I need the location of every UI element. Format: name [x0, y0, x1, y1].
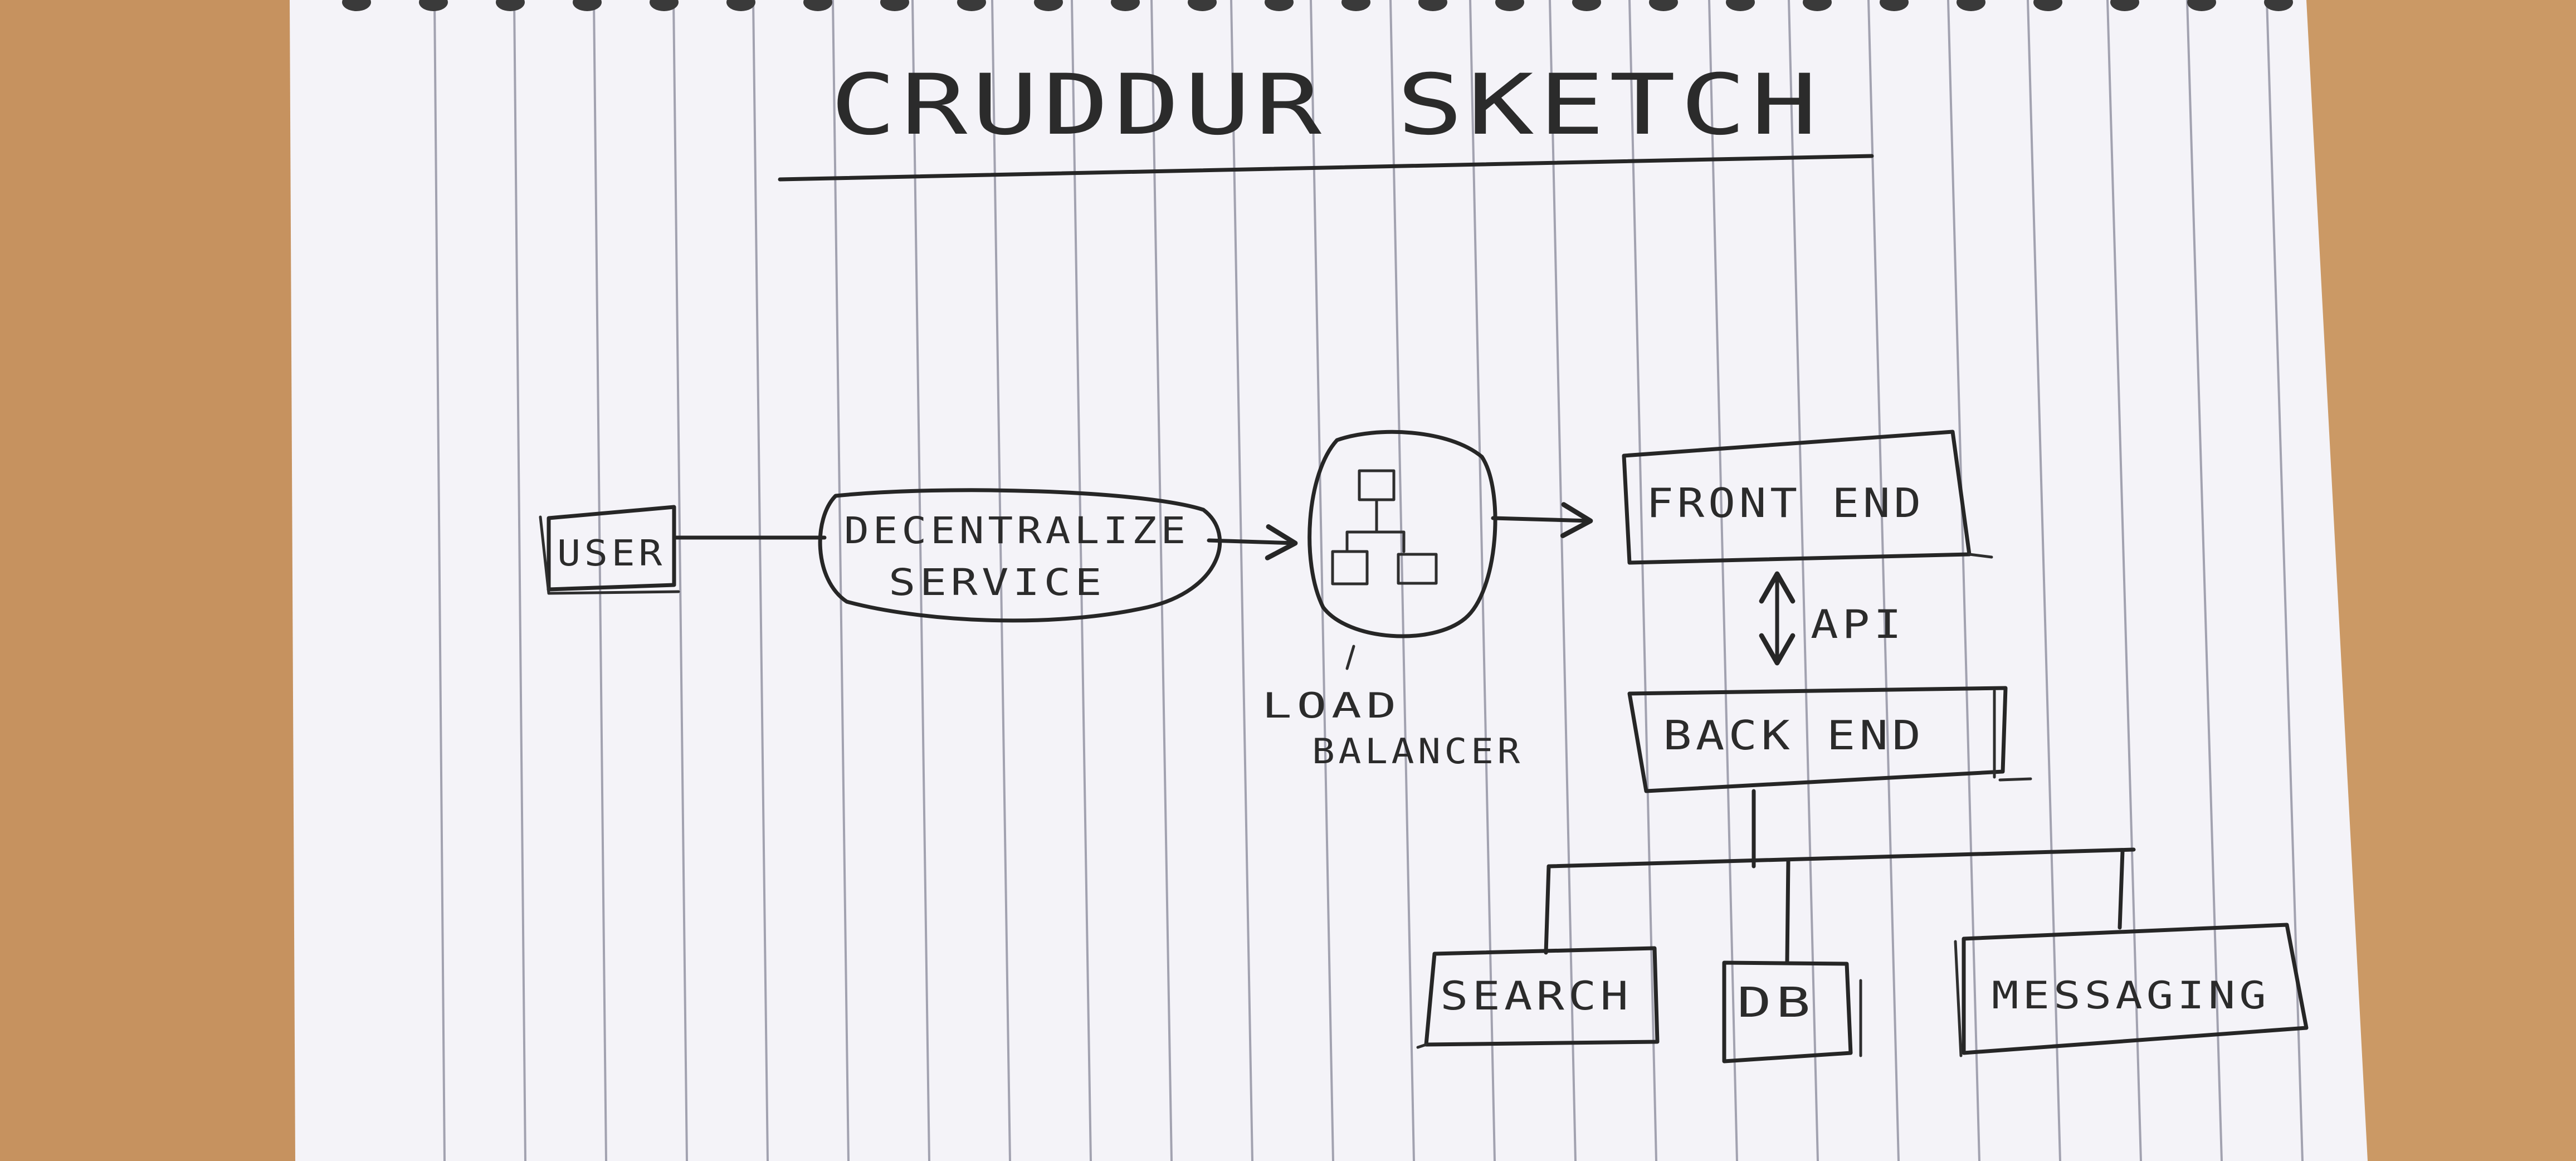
rule-line — [2186, 0, 2223, 1161]
frontend-node: FRONT END — [1622, 430, 1993, 565]
db-label: DB — [1737, 979, 1815, 1027]
rule-line — [1628, 0, 1657, 1161]
search-label: SEARCH — [1440, 973, 1632, 1019]
backend-node: BACK END — [1627, 686, 2032, 793]
user-label: USER — [557, 533, 666, 574]
spiral-hole — [1572, 0, 1601, 11]
rule-line — [832, 0, 850, 1161]
load-balancer-label-line2: BALANCER — [1312, 731, 1524, 772]
rule-line — [1867, 0, 1900, 1161]
spiral-hole — [803, 0, 832, 11]
spiral-hole — [1726, 0, 1755, 11]
spiral-hole — [1111, 0, 1140, 11]
db-node: DB — [1722, 960, 1862, 1064]
backend-label: BACK END — [1663, 712, 1925, 759]
spiral-hole — [2187, 0, 2216, 11]
rule-line — [991, 0, 1011, 1161]
rule-lines — [433, 0, 2304, 1161]
rule-line — [1230, 0, 1253, 1161]
spiral-hole — [880, 0, 909, 11]
load-balancer-label-line1: LOAD — [1262, 685, 1401, 726]
diagram-title: CRUDDUR SKETCH — [830, 57, 1822, 154]
edge-loadbalancer-to-frontend — [1491, 502, 1593, 538]
spiral-hole — [650, 0, 679, 11]
rule-line — [1549, 0, 1577, 1161]
decentralize-label-line2: SERVICE — [889, 561, 1106, 604]
rule-line — [672, 0, 688, 1161]
rule-line — [2106, 0, 2142, 1161]
rule-line — [911, 0, 930, 1161]
spiral-binding — [342, 0, 2293, 11]
messaging-node: MESSAGING — [1954, 923, 2309, 1057]
notebook-page — [290, 0, 2368, 1161]
rule-line — [593, 0, 607, 1161]
rule-line — [2027, 0, 2061, 1161]
spiral-hole — [342, 0, 371, 11]
load-balancer-node: LOAD BALANCER — [1262, 430, 1524, 772]
spiral-hole — [1034, 0, 1063, 11]
spiral-hole — [1418, 0, 1447, 11]
spiral-hole — [957, 0, 986, 11]
decentralize-service-node: DECENTRALIZE SERVICE — [818, 488, 1222, 623]
spiral-hole — [1649, 0, 1678, 11]
search-node: SEARCH — [1416, 946, 1660, 1049]
rule-line — [1389, 0, 1415, 1161]
messaging-label: MESSAGING — [1992, 974, 2270, 1018]
rule-line — [1708, 0, 1738, 1161]
user-node: USER — [539, 505, 680, 595]
spiral-hole — [1957, 0, 1985, 11]
rule-line — [1071, 0, 1092, 1161]
spiral-hole — [1265, 0, 1294, 11]
api-label: API — [1811, 602, 1905, 647]
spiral-hole — [1341, 0, 1370, 11]
rule-line — [1947, 0, 1980, 1161]
network-icon — [1331, 469, 1438, 586]
frontend-label: FRONT END — [1646, 480, 1925, 526]
spiral-hole — [1188, 0, 1217, 11]
rule-line — [513, 0, 526, 1161]
spiral-hole — [2264, 0, 2293, 11]
spiral-hole — [573, 0, 602, 11]
rule-line — [1150, 0, 1173, 1161]
backend-fanout-connector — [1544, 789, 2136, 963]
rule-line — [1310, 0, 1334, 1161]
rule-line — [752, 0, 769, 1161]
spiral-hole — [2110, 0, 2139, 11]
edge-decentralize-to-loadbalancer — [1207, 524, 1298, 560]
spiral-hole — [419, 0, 448, 11]
spiral-hole — [726, 0, 755, 11]
spiral-hole — [1495, 0, 1524, 11]
spiral-hole — [496, 0, 525, 11]
spiral-hole — [2033, 0, 2062, 11]
title-underline — [778, 154, 1874, 182]
rule-line — [1469, 0, 1496, 1161]
decentralize-label-line1: DECENTRALIZE — [844, 509, 1189, 552]
rule-line — [433, 0, 446, 1161]
spiral-hole — [1880, 0, 1909, 11]
spiral-hole — [1803, 0, 1832, 11]
rule-line — [1788, 0, 1819, 1161]
